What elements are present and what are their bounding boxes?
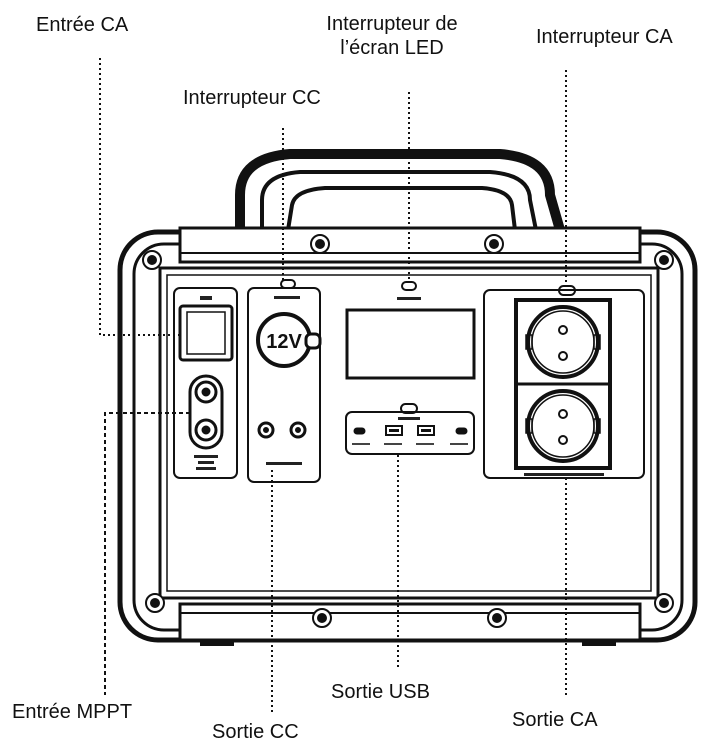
dc-switch-button: [280, 279, 296, 289]
dc-barrel-port-right: [289, 421, 307, 439]
screw-top-left: [142, 250, 162, 270]
mppt-port-top: [194, 380, 218, 404]
screw-bottom-left: [145, 593, 165, 613]
usb-c-port-right: [455, 427, 468, 435]
ac-output-panel: [483, 285, 645, 479]
callout-line-ac-input: [99, 58, 180, 336]
label-ac-switch: Interrupteur CA: [536, 26, 673, 48]
label-dc-output: Sortie CC: [212, 721, 299, 743]
dc-panel: 12V: [247, 279, 322, 483]
ac-socket-top: [525, 305, 601, 379]
led-screen-group: [345, 281, 476, 380]
dc-barrel-port-left: [257, 421, 275, 439]
screw-top-center-right: [484, 234, 504, 254]
screw-top-center-left: [310, 234, 330, 254]
label-led-switch-line2: l’écran LED: [340, 37, 444, 59]
label-ac-output: Sortie CA: [512, 709, 598, 731]
socket-12v-label: 12V: [266, 331, 302, 353]
screw-bottom-center-left: [312, 608, 332, 628]
label-usb-output: Sortie USB: [331, 681, 430, 703]
mppt-port-bottom: [194, 418, 218, 442]
led-switch-button: [401, 281, 417, 291]
ac-inlet: [178, 304, 234, 362]
usb-a-port-right: [417, 425, 435, 436]
callout-line-mppt-input: [104, 412, 190, 695]
ac-socket-bottom: [525, 389, 601, 463]
device-body: [117, 226, 698, 643]
usb-a-port-left: [385, 425, 403, 436]
screw-bottom-right: [654, 593, 674, 613]
led-screen: [345, 308, 476, 380]
label-mppt-input: Entrée MPPT: [12, 701, 133, 723]
usb-c-port-left: [353, 427, 366, 435]
carry-handle: [235, 149, 565, 232]
screw-top-right: [654, 250, 674, 270]
feet: [200, 640, 616, 646]
label-led-switch: Interrupteur de l’écran LED: [302, 12, 482, 60]
input-panel: [173, 287, 238, 479]
usb-panel: [345, 403, 475, 455]
label-ac-input: Entrée CA: [36, 14, 129, 36]
label-dc-switch: Interrupteur CC: [183, 87, 321, 109]
label-led-switch-line1: Interrupteur de: [326, 13, 458, 35]
screws: [142, 234, 674, 628]
screw-bottom-center-right: [487, 608, 507, 628]
callout-lines: [99, 58, 567, 712]
